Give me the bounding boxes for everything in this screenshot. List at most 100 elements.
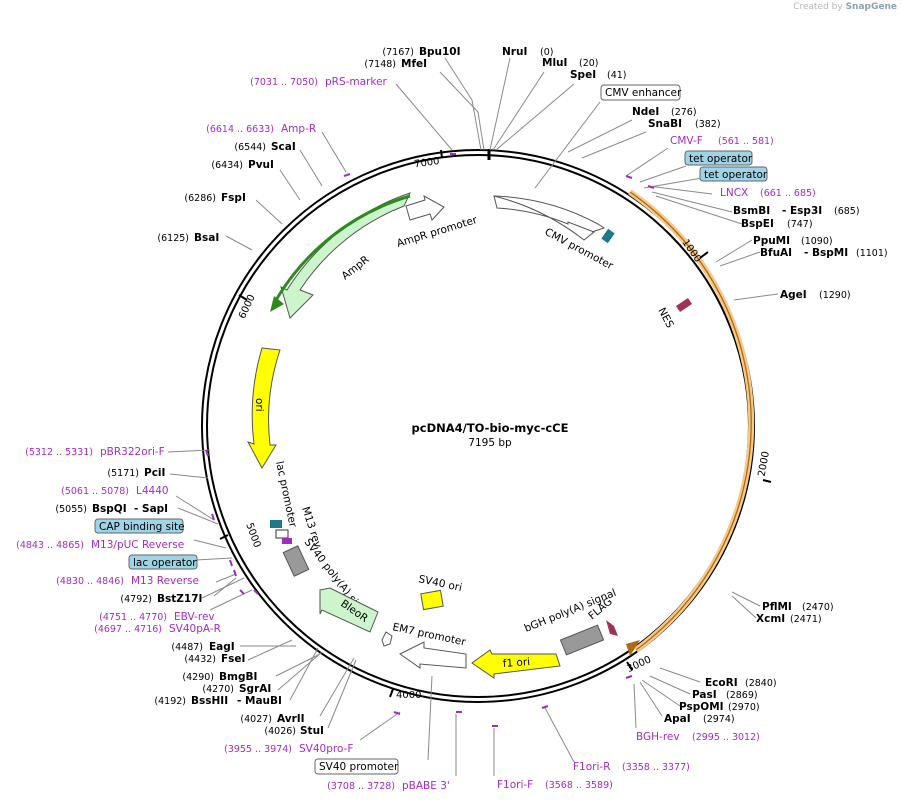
ampr-promoter-arrow bbox=[405, 195, 445, 221]
nes-label: NES bbox=[655, 306, 676, 331]
tet-operator-2-label: tet operator bbox=[704, 169, 768, 181]
bsmbi-name: BsmBI bbox=[733, 205, 770, 217]
mlui-name: MluI bbox=[542, 57, 567, 69]
snapgene-credit: Created by SnapGene bbox=[793, 2, 897, 12]
primer-markers bbox=[205, 153, 655, 727]
snabi-name: SnaBI bbox=[648, 118, 682, 130]
eagi-pos: (4487) bbox=[171, 642, 203, 653]
m13-rev-pos: (4830 .. 4846) bbox=[56, 576, 124, 587]
bstz17i-name: BstZ17I bbox=[157, 593, 202, 605]
fsei-name: FseI bbox=[221, 653, 245, 665]
site-leader-lines bbox=[167, 57, 779, 776]
f1-ori-arrow bbox=[471, 649, 561, 679]
bsai-name: BsaI bbox=[194, 232, 219, 244]
bfuai-name: BfuAI bbox=[760, 247, 792, 259]
scale-ticks bbox=[219, 149, 772, 698]
stui-name: StuI bbox=[300, 725, 324, 737]
bfuai-pos: (1101) bbox=[856, 248, 888, 259]
snabi-pos: (382) bbox=[695, 119, 721, 130]
cds-orange-highlight bbox=[628, 189, 755, 653]
plasmid-name: pcDNA4/TO-bio-myc-cCE bbox=[412, 421, 569, 435]
sgrai-pos: (4270) bbox=[202, 684, 234, 695]
cmv-f-name: CMV-F bbox=[670, 135, 703, 147]
cmv-promoter-arrow bbox=[493, 195, 595, 241]
ampr-arrow bbox=[280, 192, 411, 319]
ampr-label: AmpR bbox=[339, 254, 371, 283]
boxed-labels: CMV enhancer tet operator tet operator C… bbox=[94, 84, 768, 775]
mfei-name: MfeI bbox=[401, 58, 427, 70]
bpu10i-name: Bpu10I bbox=[419, 46, 461, 58]
pflmi-name: PflMI bbox=[762, 601, 792, 613]
bgh-polya-box bbox=[559, 624, 605, 656]
cds-orange-line bbox=[629, 191, 752, 651]
pvui-pos: (6434) bbox=[211, 160, 243, 171]
lac-promoter-label: lac promoter bbox=[273, 460, 299, 529]
bspei-pos: (747) bbox=[787, 219, 813, 230]
pasi-name: PasI bbox=[692, 689, 717, 701]
amp-r-pos: (6614 .. 6633) bbox=[206, 124, 274, 135]
tet-operator-1-box bbox=[684, 150, 753, 166]
ebv-rev-pos: (4751 .. 4770) bbox=[99, 612, 167, 623]
agei-name: AgeI bbox=[780, 289, 807, 301]
mlui-pos: (20) bbox=[579, 58, 599, 69]
bmgbi-pos: (4290) bbox=[182, 672, 214, 683]
f1ori-r-name: F1ori-R bbox=[573, 761, 610, 773]
lac-promoter-box bbox=[275, 529, 289, 539]
xcmi-pos: (2471) bbox=[790, 614, 822, 625]
bsai-pos: (6125) bbox=[157, 233, 189, 244]
tick-2000: 2000 bbox=[757, 450, 772, 477]
em7-small-arrow bbox=[381, 631, 393, 647]
nrui-pos: (0) bbox=[540, 47, 553, 58]
pflmi-pos: (2470) bbox=[802, 602, 834, 613]
apai-name: ApaI bbox=[664, 713, 691, 725]
avrii-name: AvrII bbox=[277, 713, 305, 725]
sv40pro-f-name: SV40pro-F bbox=[299, 743, 353, 755]
em7-promoter-arrow bbox=[399, 641, 467, 669]
bsmbi-name2: - Esp3I bbox=[782, 205, 822, 217]
bspqi-name: BspQI bbox=[92, 503, 127, 515]
fspi-name: FspI bbox=[221, 192, 246, 204]
credit-brand: SnapGene bbox=[845, 2, 897, 12]
nrui-name: NruI bbox=[502, 46, 527, 58]
ori-arrow bbox=[246, 347, 281, 470]
bsshii-name: BssHII bbox=[191, 695, 228, 707]
cmv-enhancer-label: CMV enhancer bbox=[605, 87, 682, 99]
cmv-enhancer-box bbox=[600, 84, 681, 101]
bspqi-name2: - SapI bbox=[134, 503, 168, 515]
ndei-pos: (276) bbox=[671, 107, 697, 118]
ampr-highlight-arrowhead bbox=[270, 296, 284, 312]
cds-orange-arrowhead bbox=[626, 640, 640, 656]
m13-rev-box bbox=[282, 538, 292, 544]
enzyme-labels: (7167) Bpu10I (7148) MfeI NruI (0) MluI … bbox=[55, 46, 887, 737]
fspi-pos: (6286) bbox=[184, 193, 216, 204]
pvui-name: PvuI bbox=[248, 159, 274, 171]
m13-puc-rev-name: M13/pUC Reverse bbox=[91, 539, 184, 551]
ampr-promoter-label: AmpR promoter bbox=[395, 214, 479, 250]
mfei-pos: (7148) bbox=[364, 59, 396, 70]
bspei-name: BspEI bbox=[741, 218, 774, 230]
plasmid-length: 7195 bp bbox=[468, 437, 512, 449]
ppumi-name: PpuMI bbox=[753, 235, 790, 247]
primer-labels: (7031 .. 7050) pRS-marker (6614 .. 6633)… bbox=[16, 76, 816, 792]
f1ori-f-name: F1ori-F bbox=[497, 779, 533, 791]
pcii-pos: (5171) bbox=[107, 468, 139, 479]
sv40-polya-box bbox=[282, 545, 310, 577]
l4440-pos: (5061 .. 5078) bbox=[61, 486, 129, 497]
stui-pos: (4026) bbox=[264, 726, 296, 737]
avrii-pos: (4027) bbox=[240, 714, 272, 725]
pbabe3-name: pBABE 3' bbox=[402, 780, 450, 792]
spei-name: SpeI bbox=[570, 69, 596, 81]
nes-marker bbox=[676, 298, 692, 312]
bfuai-name2: - BspMI bbox=[804, 247, 848, 259]
em7-promoter-label: EM7 promoter bbox=[391, 621, 467, 648]
pbr322ori-f-pos: (5312 .. 5331) bbox=[25, 447, 93, 458]
bstz17i-pos: (4792) bbox=[120, 594, 152, 605]
ori-label: ori bbox=[253, 398, 265, 412]
lac-operator-box-label bbox=[128, 554, 198, 570]
pspomi-name: PspOMI bbox=[679, 701, 724, 713]
xcmi-name: XcmI bbox=[756, 613, 785, 625]
cap-binding-site-box bbox=[94, 518, 184, 534]
lac-operator-label: lac operator bbox=[133, 557, 197, 569]
pbabe3-pos: (3708 .. 3728) bbox=[327, 781, 395, 792]
m13-rev-name: M13 Reverse bbox=[131, 575, 199, 587]
